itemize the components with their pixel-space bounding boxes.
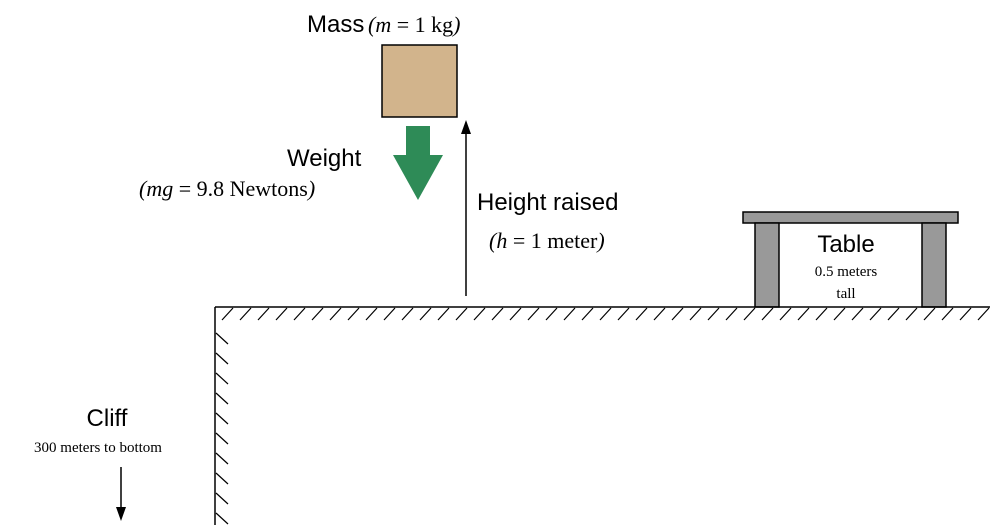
table-note-line2: tall <box>836 286 855 302</box>
cliff-title: Cliff <box>87 405 128 432</box>
cliff-label: Cliff 300 meters to bottom <box>34 405 162 456</box>
mass-title: Mass <box>307 11 364 38</box>
height-label: Height raised (h = 1 meter) <box>477 189 618 253</box>
mass-formula: (m = 1 kg) <box>368 12 460 37</box>
ground-surface <box>215 306 990 321</box>
table-leg-left <box>754 222 780 308</box>
height-title: Height raised <box>477 189 618 216</box>
cliff-wall <box>214 307 229 525</box>
cliff-note: 300 meters to bottom <box>34 440 162 456</box>
weight-title: Weight <box>287 145 362 172</box>
mass-block <box>381 44 458 118</box>
table: Table 0.5 meters tall <box>742 211 959 308</box>
weight-label: Weight (mg = 9.8 Newtons) <box>139 145 362 201</box>
height-arrow-icon <box>461 120 471 296</box>
height-formula: (h = 1 meter) <box>489 228 605 253</box>
table-top <box>742 211 959 224</box>
table-note-line1: 0.5 meters <box>815 264 878 280</box>
cliff-down-arrow-icon <box>116 467 126 521</box>
table-leg-right <box>921 222 947 308</box>
mass-label: Mass (m = 1 kg) <box>307 11 460 38</box>
weight-arrow-icon <box>393 126 443 200</box>
weight-formula: (mg = 9.8 Newtons) <box>139 176 315 201</box>
table-title: Table <box>817 231 874 258</box>
